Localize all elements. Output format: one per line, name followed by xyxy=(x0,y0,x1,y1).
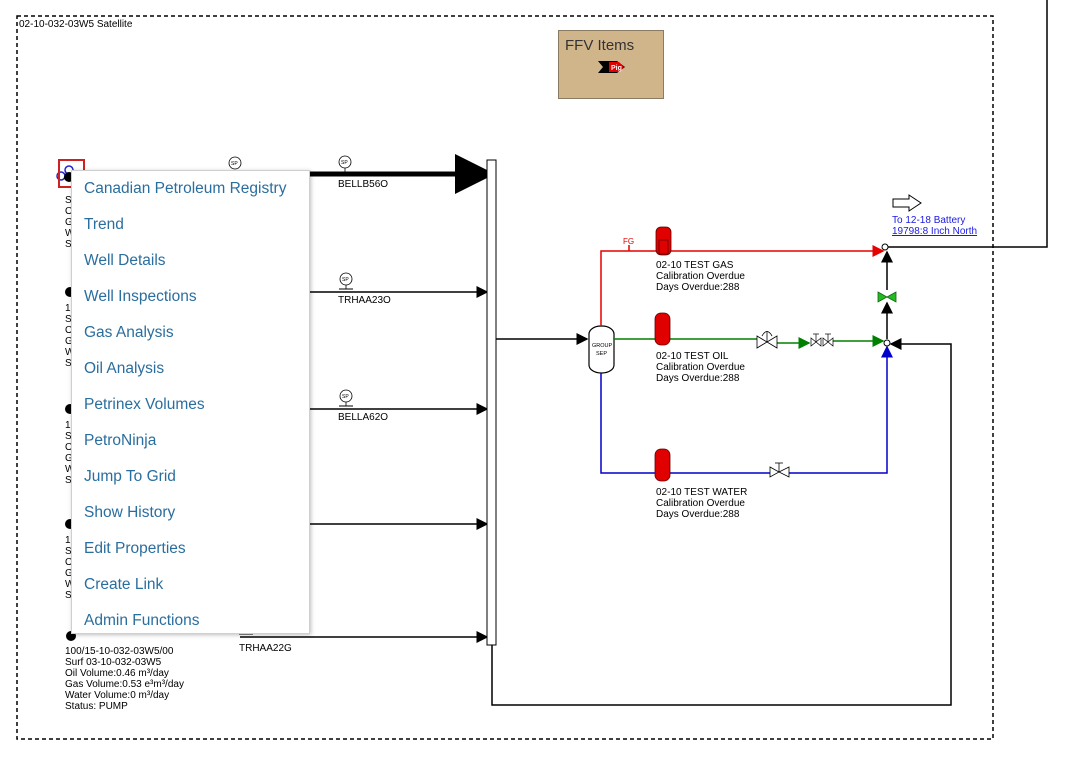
well-5-uwi: 100/15-10-032-03W5/00 xyxy=(65,646,174,657)
well-5-oil: Oil Volume:0.46 m³/day xyxy=(65,668,169,679)
oil-meter-name: 02-10 TEST OIL xyxy=(656,351,729,362)
sp-gauge-icon-1[interactable]: SP xyxy=(338,155,352,172)
water-line-2 xyxy=(789,345,893,474)
context-menu: Canadian Petroleum Registry Trend Well D… xyxy=(71,170,310,634)
menu-item-gas-analysis[interactable]: Gas Analysis xyxy=(84,324,174,341)
menu-item-canadian-petroleum-registry[interactable]: Canadian Petroleum Registry xyxy=(84,180,287,197)
well-5-status: Status: PUMP xyxy=(65,701,128,712)
well-5-water: Water Volume:0 m³/day xyxy=(65,690,170,701)
sp-gauge-icon-3[interactable]: SP xyxy=(339,389,353,407)
water-meter-status: Calibration Overdue xyxy=(656,498,745,509)
separator-label-1: GROUP xyxy=(592,343,613,349)
well-5-surface: Surf 03-10-032-03W5 xyxy=(65,657,162,668)
gas-line xyxy=(600,245,885,326)
oil-meter-status: Calibration Overdue xyxy=(656,362,745,373)
junction-oil xyxy=(883,339,891,347)
line-label-1: BELLB56O xyxy=(338,179,388,190)
satellite-frame xyxy=(16,15,994,740)
return-line xyxy=(491,338,952,706)
menu-item-well-details[interactable]: Well Details xyxy=(84,252,166,269)
sp-label: SP xyxy=(342,277,349,283)
menu-item-oil-analysis[interactable]: Oil Analysis xyxy=(84,360,165,377)
line-label-2: TRHAA23O xyxy=(338,295,391,306)
separator-label-2: SEP xyxy=(596,351,607,357)
green-valve-icon[interactable] xyxy=(877,291,897,303)
oil-meter-icon[interactable] xyxy=(654,312,671,346)
water-valve-icon[interactable] xyxy=(769,462,790,478)
water-meter-icon[interactable] xyxy=(654,448,671,482)
battery-link[interactable]: To 12-18 Battery 19798:8 Inch North xyxy=(892,215,977,237)
battery-link-line2[interactable]: 19798:8 Inch North xyxy=(892,226,978,237)
ffv-items-panel[interactable]: FFV Items Pig xyxy=(558,30,664,99)
water-meter-days: Days Overdue:288 xyxy=(656,509,740,520)
gas-meter-icon[interactable] xyxy=(655,226,672,256)
line-label-3: BELLA62O xyxy=(338,412,388,423)
gas-meter-name: 02-10 TEST GAS xyxy=(656,260,734,271)
menu-item-edit-properties[interactable]: Edit Properties xyxy=(84,540,186,557)
fg-label: FG xyxy=(623,237,634,246)
well-5-gas: Gas Volume:0.53 e³m³/day xyxy=(65,679,184,690)
group-separator[interactable] xyxy=(588,325,615,374)
battery-link-line1: To 12-18 Battery xyxy=(892,215,966,226)
line-label-5: TRHAA22G xyxy=(239,643,292,654)
menu-item-trend[interactable]: Trend xyxy=(84,216,124,233)
menu-item-admin-functions[interactable]: Admin Functions xyxy=(84,612,200,629)
oil-double-valve-icon[interactable] xyxy=(810,333,834,347)
battery-arrow-icon[interactable] xyxy=(892,194,922,212)
menu-item-petrinex-volumes[interactable]: Petrinex Volumes xyxy=(84,396,205,413)
oil-meter-days: Days Overdue:288 xyxy=(656,373,740,384)
water-meter-name: 02-10 TEST WATER xyxy=(656,487,747,498)
pig-label: Pig xyxy=(611,65,622,72)
menu-item-jump-to-grid[interactable]: Jump To Grid xyxy=(84,468,176,485)
header-manifold[interactable] xyxy=(486,159,497,646)
gas-meter-days: Days Overdue:288 xyxy=(656,282,740,293)
menu-item-create-link[interactable]: Create Link xyxy=(84,576,164,593)
pig-icon[interactable]: Pig xyxy=(597,59,627,75)
sp-label: SP xyxy=(231,161,238,167)
menu-item-well-inspections[interactable]: Well Inspections xyxy=(84,288,197,305)
sp-gauge-icon-2[interactable]: SP xyxy=(339,272,353,290)
sp-label: SP xyxy=(342,394,349,400)
gas-meter-status: Calibration Overdue xyxy=(656,271,745,282)
junction-gas xyxy=(881,243,889,251)
sp-gauge-icon-top[interactable]: SP xyxy=(228,156,242,170)
frame-title: 02-10-032-03W5 Satellite xyxy=(19,19,133,30)
battery-outlet-line xyxy=(887,0,1048,248)
ffv-title: FFV Items xyxy=(565,37,635,54)
oil-valve-icon[interactable] xyxy=(756,331,778,349)
menu-item-petroninja[interactable]: PetroNinja xyxy=(84,432,157,449)
water-line xyxy=(600,373,770,474)
menu-item-show-history[interactable]: Show History xyxy=(84,504,176,521)
well-5-info: 100/15-10-032-03W5/00 Surf 03-10-032-03W… xyxy=(65,646,184,712)
sp-label: SP xyxy=(341,160,348,166)
